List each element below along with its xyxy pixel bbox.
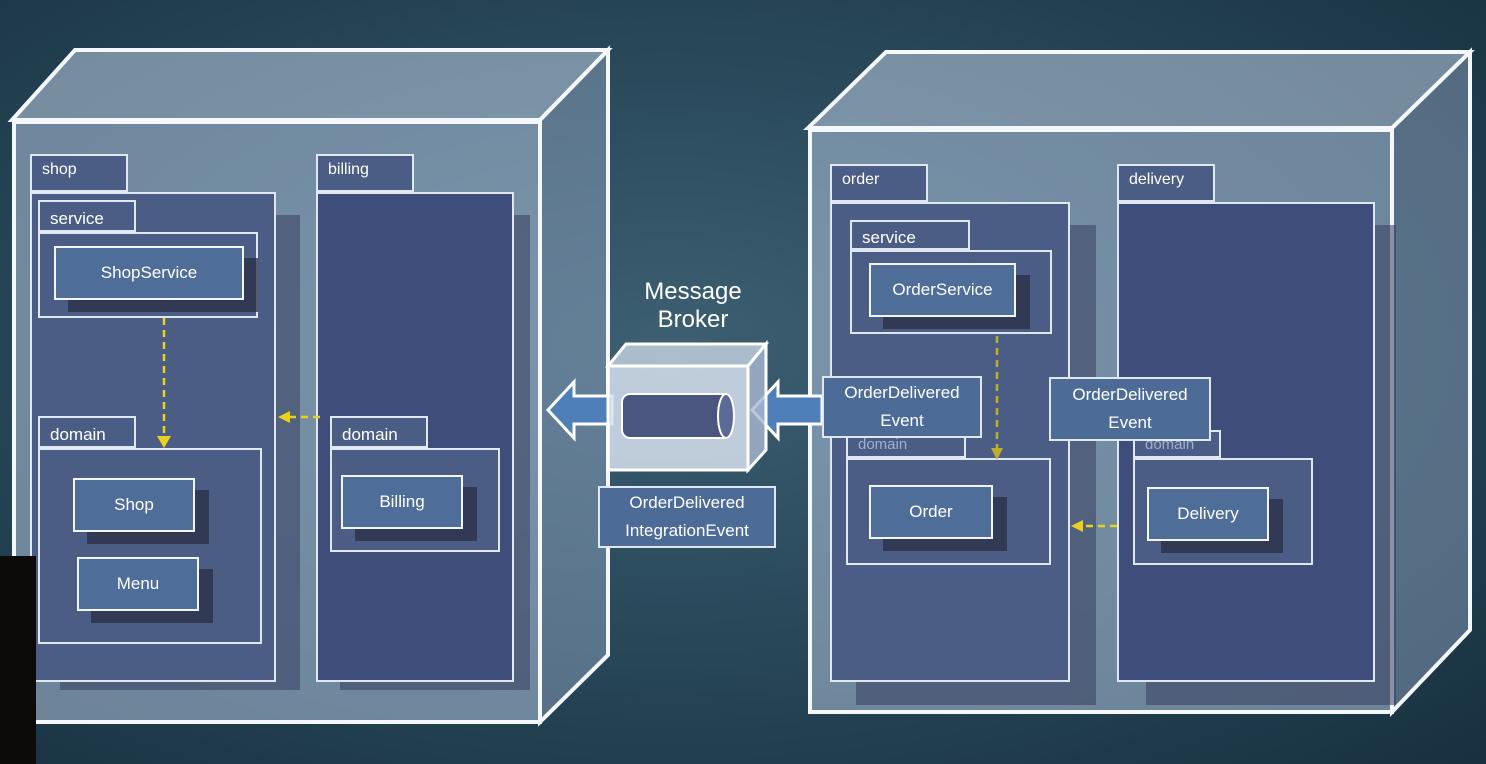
integration-event-box[interactable]: OrderDelivered IntegrationEvent (598, 486, 776, 548)
orderservice-component[interactable]: OrderService (869, 263, 1016, 317)
order-package-tab: order (830, 164, 928, 202)
shop-package-tab: shop (30, 154, 128, 192)
delivery-package-tab: delivery (1117, 164, 1215, 202)
menu-component[interactable]: Menu (77, 557, 199, 611)
shopservice-component[interactable]: ShopService (54, 246, 244, 300)
right-module-cube (803, 47, 1475, 718)
integration-event-line1: OrderDelivered (629, 493, 745, 512)
queue-cylinder-icon (621, 393, 735, 439)
integration-event-line2: IntegrationEvent (625, 521, 749, 540)
delivery-event-line2: Event (1108, 413, 1152, 432)
broker-title-line2: Broker (657, 306, 729, 333)
shop-domain-tab: domain (38, 416, 136, 448)
broker-title-line1: Message (644, 278, 742, 305)
billing-package-tab: billing (316, 154, 414, 192)
shop-service-tab: service (38, 200, 136, 232)
message-broker-title: Message Broker (618, 278, 768, 334)
billing-domain-tab: domain (330, 416, 428, 448)
order-service-tab: service (850, 220, 970, 250)
order-event-line1: OrderDelivered (844, 383, 960, 402)
delivery-event-line1: OrderDelivered (1072, 385, 1188, 404)
left-edge-bar (0, 556, 36, 764)
billing-component[interactable]: Billing (341, 475, 463, 529)
order-event-line2: Event (880, 411, 924, 430)
shop-component[interactable]: Shop (73, 478, 195, 532)
order-delivered-event-box[interactable]: OrderDelivered Event (822, 376, 982, 438)
delivery-component[interactable]: Delivery (1147, 487, 1269, 541)
delivery-event-box[interactable]: OrderDelivered Event (1049, 377, 1211, 441)
message-broker-cube[interactable] (600, 336, 776, 476)
order-component[interactable]: Order (869, 485, 993, 539)
